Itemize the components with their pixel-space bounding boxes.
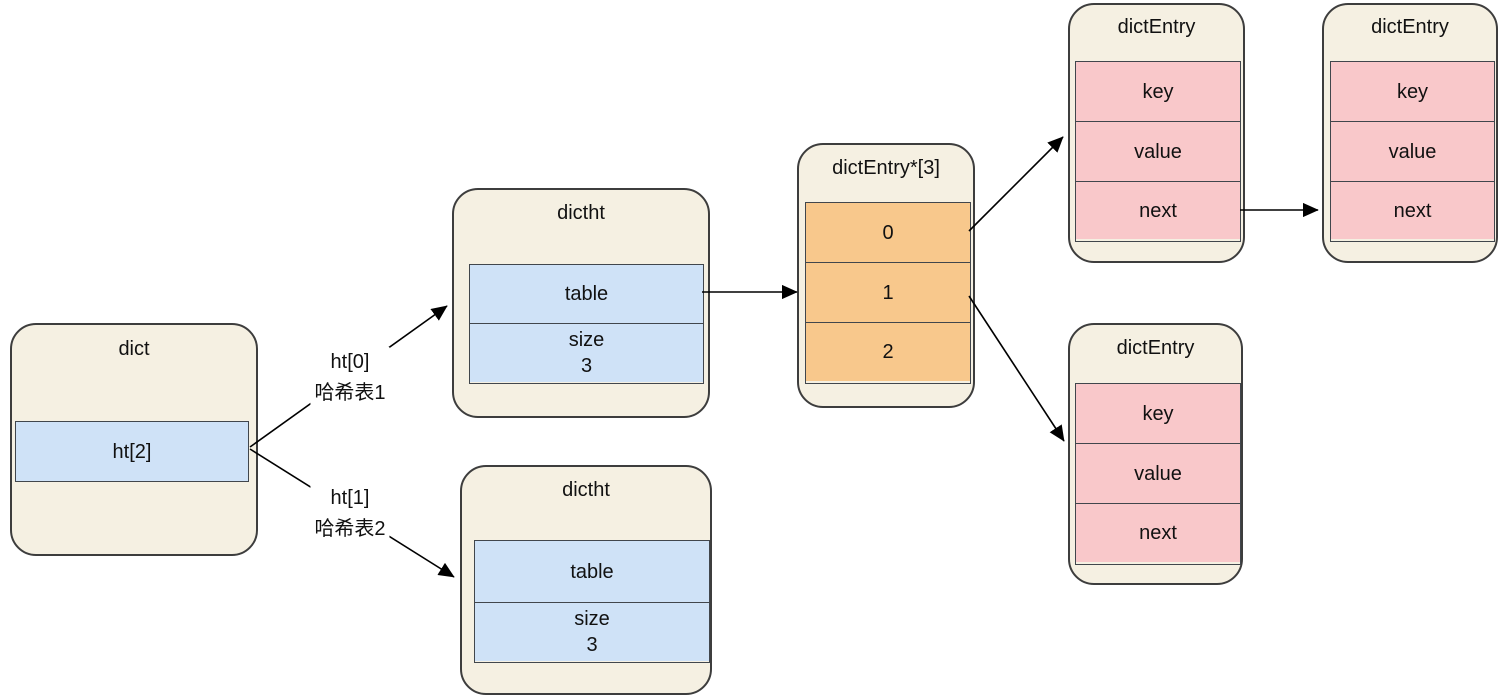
dictht-bottom-node: dictht table size 3 [460,465,712,695]
dictht-bottom-size-value: 3 [586,634,598,656]
entry-bottom-key: key [1076,384,1240,443]
dict-entry-top-2-stack: key value next [1330,61,1495,242]
edge-label-ht0: ht[0] 哈希表1 [310,347,390,409]
dictht-top-title: dictht [557,202,605,224]
dictht-top-size-value: 3 [580,355,593,377]
dict-entry-top-2-title: dictEntry [1371,16,1449,38]
dict-entry-top-1-stack: key value next [1075,61,1241,242]
dict-field-ht2: ht[2] [16,422,248,481]
edge-label-ht1-line2: 哈希表2 [314,518,386,540]
entry-top-2-value: value [1331,121,1494,181]
edge-label-ht0-line1: ht[0] [330,351,370,373]
dictht-top-row-table: table [470,265,703,323]
entry-top-1-value: value [1076,121,1240,181]
dict-entry-top-1-node: dictEntry key value next [1068,3,1245,263]
dict-node-title: dict [118,338,150,360]
dictht-top-row-size: size 3 [470,323,703,382]
dictht-bottom-row-table: table [475,541,709,602]
edge-bucket1-to-entry-bottom [968,295,1065,442]
dict-node: dict ht[2] [10,323,258,556]
entry-bottom-value: value [1076,443,1240,503]
dictht-top-size-label: size [568,329,605,351]
bucket-array-title: dictEntry*[3] [832,157,940,179]
dictht-bottom-table-label: table [570,560,614,583]
dictht-bottom-stack: table size 3 [474,540,710,663]
entry-bottom-next: next [1076,503,1240,562]
bucket-array-node: dictEntry*[3] 0 1 2 [797,143,975,408]
dict-entry-top-2-node: dictEntry key value next [1322,3,1498,263]
dictht-bottom-title: dictht [562,479,610,501]
dictht-bottom-row-size: size 3 [475,602,709,661]
dict-entry-top-1-title: dictEntry [1117,16,1196,38]
dictht-top-node: dictht table size 3 [452,188,710,418]
edge-label-ht1: ht[1] 哈希表2 [310,483,390,545]
dictht-bottom-size-label: size [574,608,610,630]
edge-bucket0-to-entry-top-1 [968,136,1064,232]
dictht-top-stack: table size 3 [469,264,704,384]
edge-label-ht1-line1: ht[1] [330,487,370,509]
entry-top-2-key: key [1331,62,1494,121]
edge-label-ht0-line2: 哈希表1 [314,382,386,404]
entry-top-1-key: key [1076,62,1240,121]
entry-top-2-next: next [1331,181,1494,239]
dict-field-stack: ht[2] [15,421,249,482]
dict-entry-bottom-stack: key value next [1075,383,1241,565]
dict-entry-bottom-node: dictEntry key value next [1068,323,1243,585]
entry-top-1-next: next [1076,181,1240,239]
bucket-slot-2: 2 [806,322,970,381]
dict-entry-bottom-title: dictEntry [1116,337,1195,359]
dictht-top-table-label: table [564,283,609,305]
bucket-array-stack: 0 1 2 [805,202,971,384]
bucket-slot-0: 0 [806,203,970,262]
bucket-slot-1: 1 [806,262,970,322]
